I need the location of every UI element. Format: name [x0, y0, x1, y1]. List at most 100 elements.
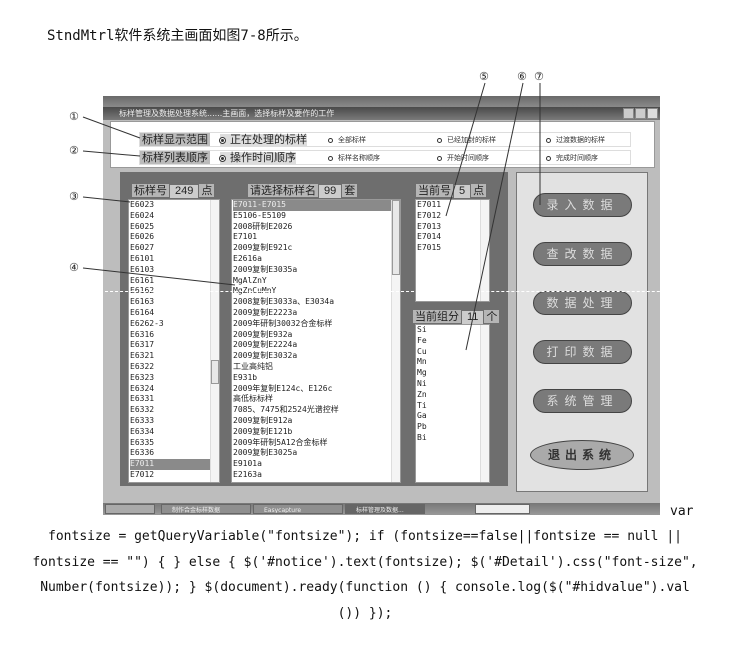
maximize-button[interactable]	[635, 108, 646, 119]
list-item[interactable]: E7011	[130, 459, 219, 470]
list-item[interactable]: E6023	[130, 200, 155, 209]
taskbar-item[interactable]: 标样管理及数据...	[345, 504, 425, 514]
list-item[interactable]: 2008研制E2026	[233, 221, 293, 231]
list-item[interactable]: E6317	[130, 340, 155, 350]
list-item[interactable]: 高低标标样	[233, 394, 273, 404]
list-item[interactable]: 2009复制E2224a	[233, 340, 298, 350]
order-radio-3[interactable]: 完成时间顺序	[546, 152, 598, 164]
list-item[interactable]: E6164	[130, 307, 155, 317]
list-item[interactable]: E7012	[130, 469, 155, 479]
list-item[interactable]: E6162	[130, 286, 155, 296]
edit-data-button[interactable]: 查改数据	[533, 242, 632, 266]
list-item[interactable]: Pb	[417, 422, 427, 432]
list-item[interactable]: E6026	[130, 232, 155, 242]
list-item[interactable]: E6333	[130, 415, 155, 425]
list-item[interactable]: E931b	[233, 372, 258, 382]
exit-button[interactable]: 退出系统	[530, 440, 634, 470]
list-item[interactable]: Bi	[417, 432, 427, 442]
list-item[interactable]: 2009复制E3025a	[233, 448, 298, 458]
taskbar-item[interactable]: Easycapture	[253, 504, 343, 514]
list-item[interactable]: Ni	[417, 378, 427, 388]
list-item[interactable]: 2009复制E912a	[233, 415, 293, 425]
order-radio-0[interactable]: 操作时间顺序	[219, 152, 296, 164]
list-item[interactable]: E6262-3	[130, 318, 164, 328]
order-radio-1[interactable]: 标样名称顺序	[328, 152, 380, 164]
list-item[interactable]: 2009复制E3035a	[233, 264, 298, 274]
list-item[interactable]: E7013	[417, 221, 442, 231]
list-item[interactable]: 工业高纯铝	[233, 361, 273, 371]
list-item[interactable]: E6336	[130, 448, 155, 458]
list-item[interactable]: E6332	[130, 405, 155, 415]
list-item[interactable]: Mg	[417, 368, 427, 378]
list-item[interactable]: E6324	[130, 383, 155, 393]
list-item[interactable]: E6322	[130, 361, 155, 371]
list-item[interactable]: 2009复制E3032a	[233, 351, 298, 361]
list-item[interactable]: E6321	[130, 351, 155, 361]
scrollbar[interactable]	[391, 200, 400, 482]
list-item[interactable]: E6027	[130, 243, 155, 253]
taskbar-item[interactable]: 制作合金标样数据	[161, 504, 251, 514]
list-item[interactable]: E6335	[130, 437, 155, 447]
list-item[interactable]: MgAlZnY	[233, 275, 267, 285]
list-item[interactable]: 2009复制E2223a	[233, 307, 298, 317]
list-item[interactable]: Mn	[417, 357, 427, 367]
close-button[interactable]	[647, 108, 658, 119]
list-item[interactable]: E7011-E7015	[233, 200, 400, 211]
list-item[interactable]: E2616a	[233, 253, 262, 263]
list-item[interactable]: E7011	[417, 200, 442, 209]
list-item[interactable]: E6163	[130, 297, 155, 307]
list-item[interactable]: E7015	[417, 243, 442, 253]
list-item[interactable]: Cu	[417, 346, 427, 356]
list-item[interactable]: E7012	[417, 210, 442, 220]
enter-data-button[interactable]: 录入数据	[533, 193, 632, 217]
list-item[interactable]: E6025	[130, 221, 155, 231]
range-radio-2[interactable]: 已经加封的标样	[437, 134, 496, 146]
list-item[interactable]: E5106-E5109	[233, 210, 286, 220]
list-item[interactable]: E7014	[417, 232, 442, 242]
list-item[interactable]: E6334	[130, 426, 155, 436]
list-item[interactable]: Zn	[417, 389, 427, 399]
list-item[interactable]: Ga	[417, 411, 427, 421]
taskbar-input[interactable]	[475, 504, 530, 514]
list-item[interactable]: E6024	[130, 210, 155, 220]
scrollbar[interactable]	[480, 325, 489, 482]
list-item[interactable]: 2009复制E921c	[233, 243, 293, 253]
list-item[interactable]: Ti	[417, 400, 427, 410]
list-item[interactable]: Si	[417, 325, 427, 334]
list-item[interactable]: 2009年研制30032合金标样	[233, 318, 333, 328]
range-radio-0[interactable]: 正在处理的标样	[219, 134, 307, 146]
list-item[interactable]: 2008复制E3033a、E3034a	[233, 297, 335, 307]
list-item[interactable]: E6316	[130, 329, 155, 339]
list-item[interactable]: E9101a	[233, 459, 262, 469]
scrollbar[interactable]	[480, 200, 489, 301]
system-admin-button[interactable]: 系统管理	[533, 389, 632, 413]
list-item[interactable]: E6161	[130, 275, 155, 285]
process-data-button[interactable]: 数据处理	[533, 291, 632, 315]
scrollbar[interactable]	[210, 200, 219, 482]
list-item[interactable]: E6331	[130, 394, 155, 404]
minimize-button[interactable]	[623, 108, 634, 119]
list-item[interactable]: 2009年研制5A12合金标样	[233, 437, 328, 447]
print-data-button[interactable]: 打印数据	[533, 340, 632, 364]
list-item[interactable]: 2009年复制E124c、E126c	[233, 383, 333, 393]
list-item[interactable]: 2009复制E932a	[233, 329, 293, 339]
list-item[interactable]: E6103	[130, 264, 155, 274]
list-item[interactable]: 2009复制E121b	[233, 426, 293, 436]
range-radio-3[interactable]: 过渡数据的标样	[546, 134, 605, 146]
start-button[interactable]	[105, 504, 155, 514]
list-item[interactable]: E6323	[130, 372, 155, 382]
list-item[interactable]: E2163a	[233, 469, 262, 479]
list-item[interactable]: Fe	[417, 335, 427, 345]
code-line: var	[670, 504, 694, 519]
list-item[interactable]: E6101	[130, 253, 155, 263]
range-radio-1[interactable]: 全部标样	[328, 134, 366, 146]
order-radio-2[interactable]: 开始时间顺序	[437, 152, 489, 164]
list-item[interactable]: E7101	[233, 232, 258, 242]
list-item[interactable]: 7085、7475和2524光谱控样	[233, 405, 339, 415]
list-item[interactable]: MgZnCuMnY	[233, 286, 277, 296]
